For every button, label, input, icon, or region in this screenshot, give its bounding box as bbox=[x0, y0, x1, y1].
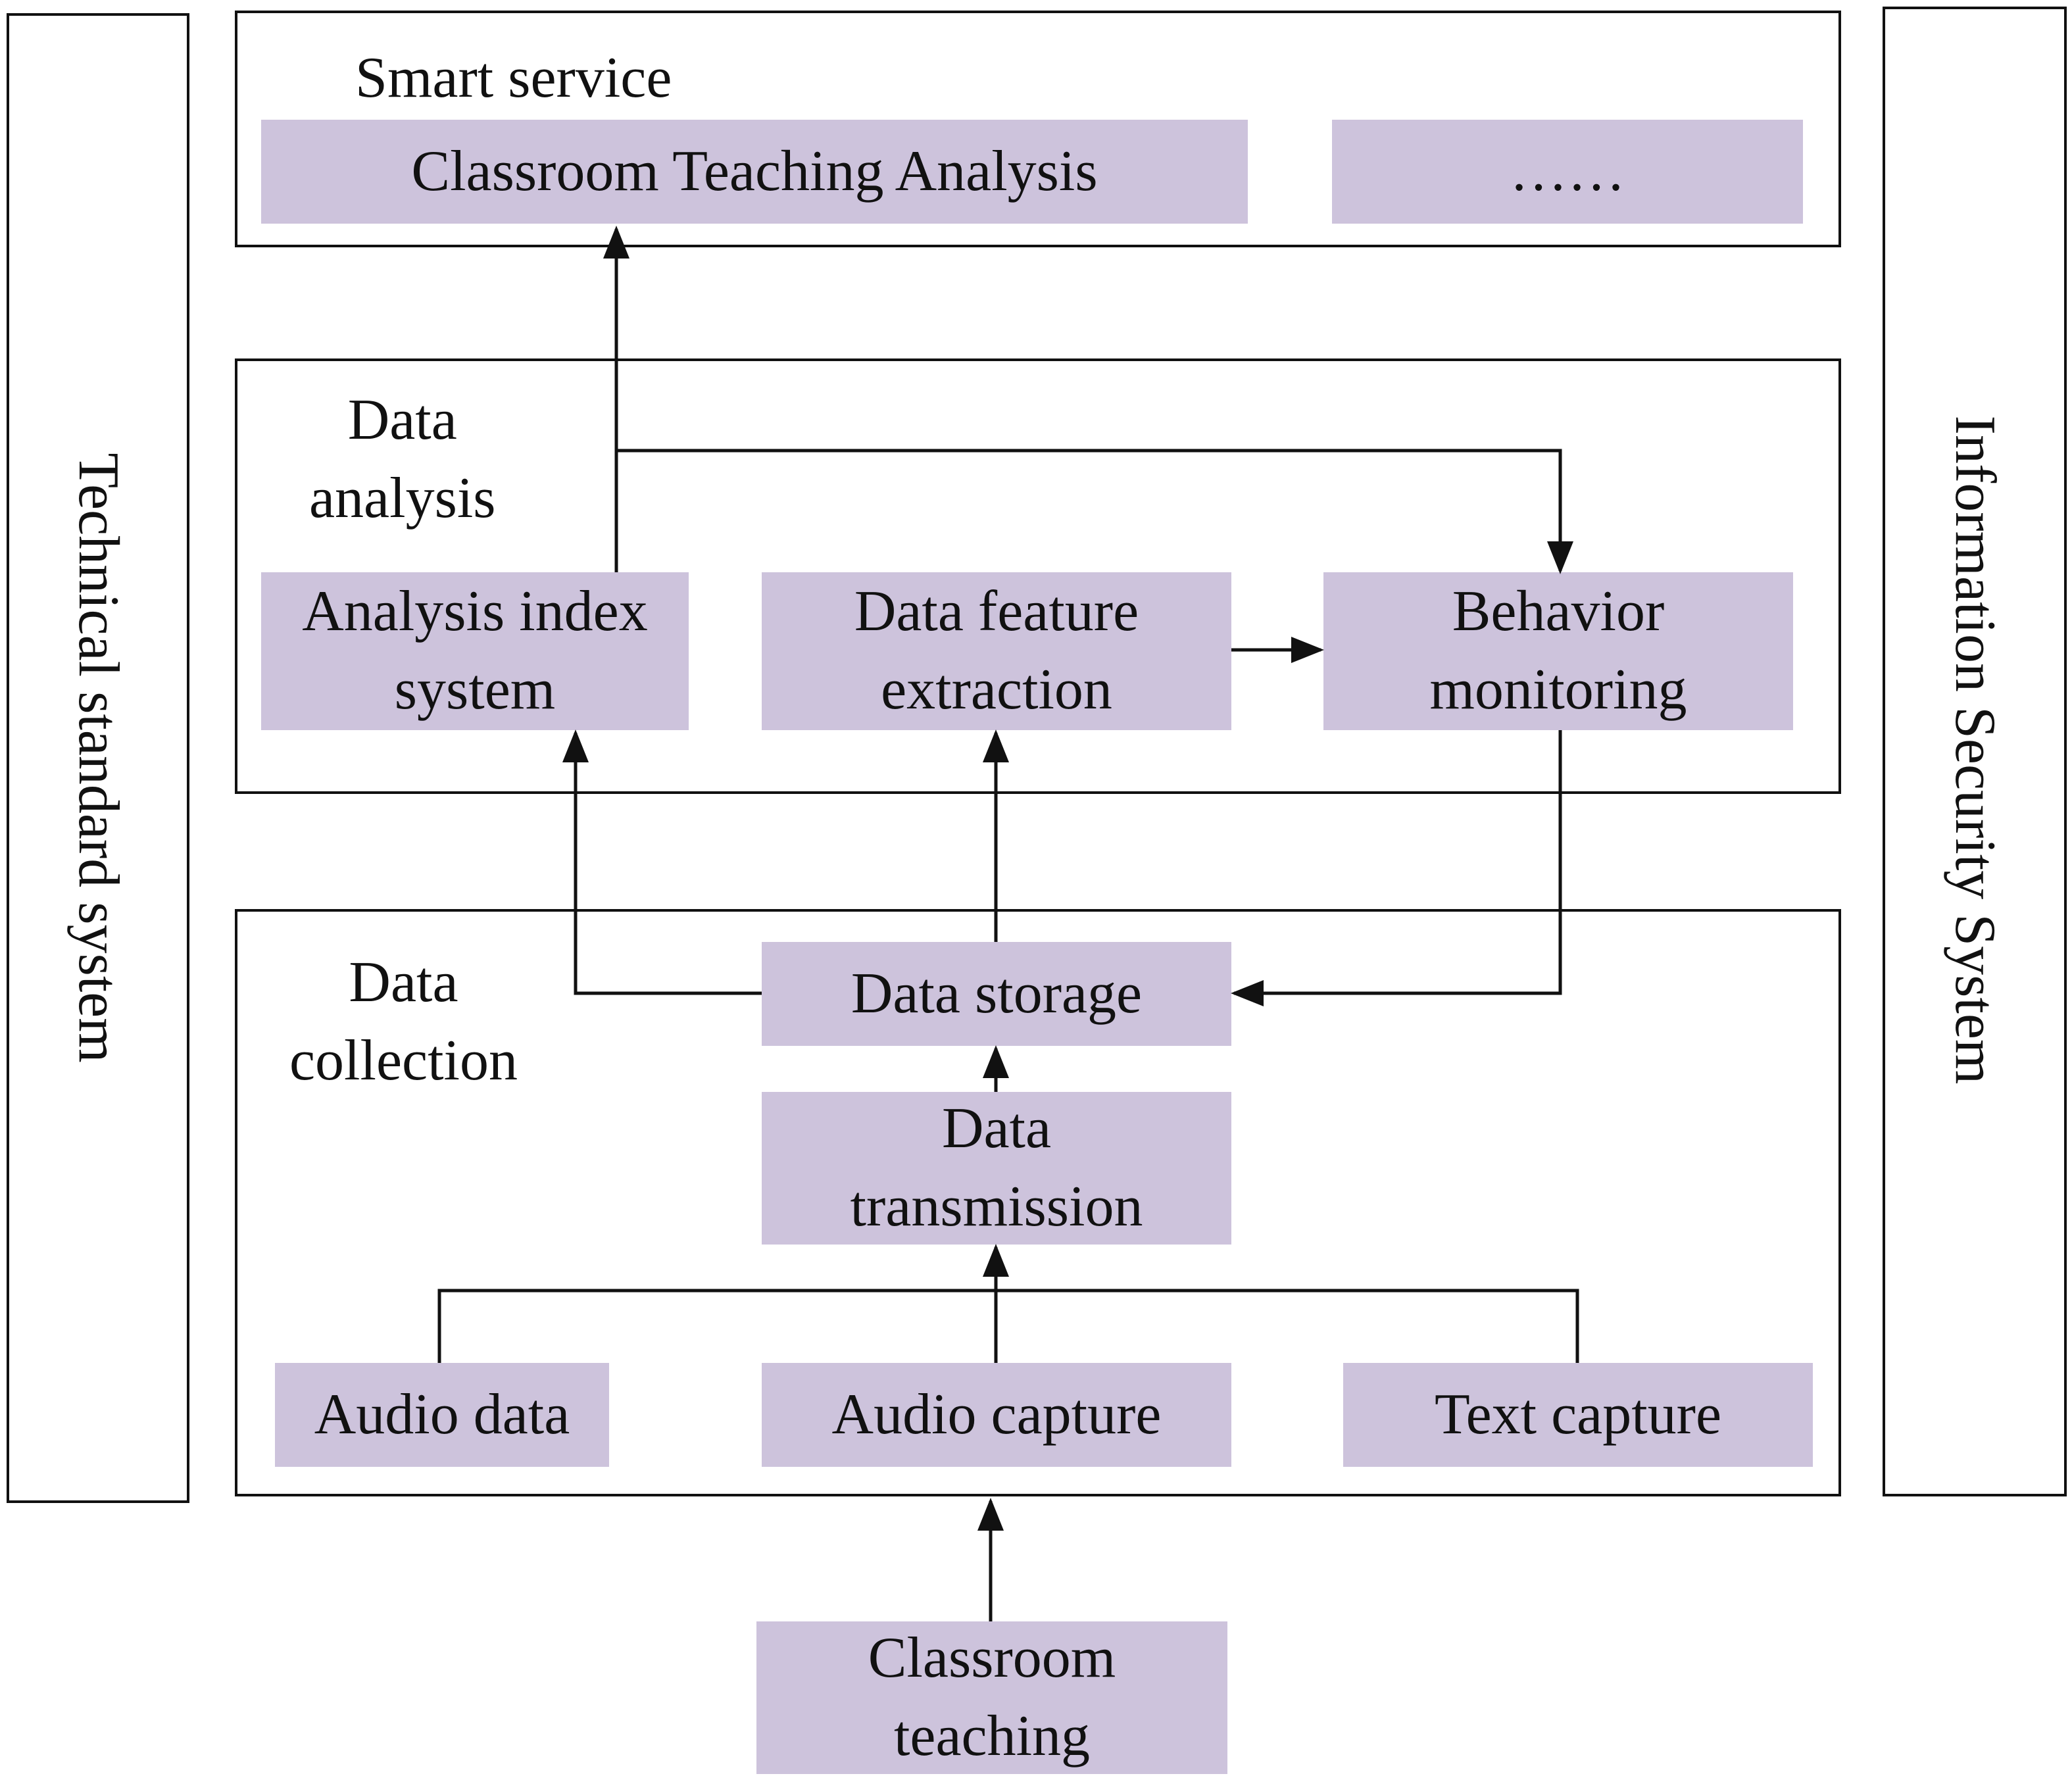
more-services-label: …… bbox=[1510, 139, 1625, 203]
analysis-index-system-box: Analysis index system bbox=[261, 572, 689, 730]
arrow-branch-to-behavior-monitoring bbox=[616, 449, 1573, 574]
data-feature-extraction-box: Data feature extraction bbox=[762, 572, 1231, 730]
audio-capture-label: Audio capture bbox=[831, 1382, 1162, 1446]
data-transmission-label: Data transmission bbox=[850, 1097, 1143, 1239]
classroom-teaching-analysis-box: Classroom Teaching Analysis bbox=[261, 120, 1248, 224]
more-services-box: …… bbox=[1332, 120, 1803, 224]
data-storage-box: Data storage bbox=[762, 942, 1231, 1046]
arrow-monitoring-to-storage bbox=[1231, 730, 1562, 1006]
audio-data-box: Audio data bbox=[275, 1363, 609, 1467]
classroom-teaching-label: Classroom teaching bbox=[868, 1626, 1116, 1768]
behavior-monitoring-box: Behavior monitoring bbox=[1323, 572, 1793, 730]
audio-data-label: Audio data bbox=[314, 1382, 570, 1446]
line-sources-bus bbox=[437, 1289, 1579, 1363]
data-feature-extraction-label: Data feature extraction bbox=[854, 580, 1139, 722]
data-transmission-box: Data transmission bbox=[762, 1092, 1231, 1245]
data-analysis-title: Data analysis bbox=[309, 388, 496, 530]
audio-capture-box: Audio capture bbox=[762, 1363, 1231, 1467]
information-security-panel bbox=[1883, 7, 2067, 1496]
text-capture-box: Text capture bbox=[1343, 1363, 1813, 1467]
classroom-teaching-analysis-label: Classroom Teaching Analysis bbox=[411, 139, 1098, 203]
data-storage-label: Data storage bbox=[851, 961, 1143, 1025]
classroom-teaching-box: Classroom teaching bbox=[756, 1621, 1227, 1774]
data-collection-title: Data collection bbox=[289, 950, 518, 1093]
smart-service-title: Smart service bbox=[355, 46, 672, 110]
analysis-index-system-label: Analysis index system bbox=[302, 580, 648, 722]
arrow-storage-to-index bbox=[562, 729, 762, 995]
behavior-monitoring-label: Behavior monitoring bbox=[1429, 580, 1687, 722]
technical-standard-panel bbox=[7, 13, 189, 1503]
text-capture-label: Text capture bbox=[1434, 1382, 1722, 1446]
